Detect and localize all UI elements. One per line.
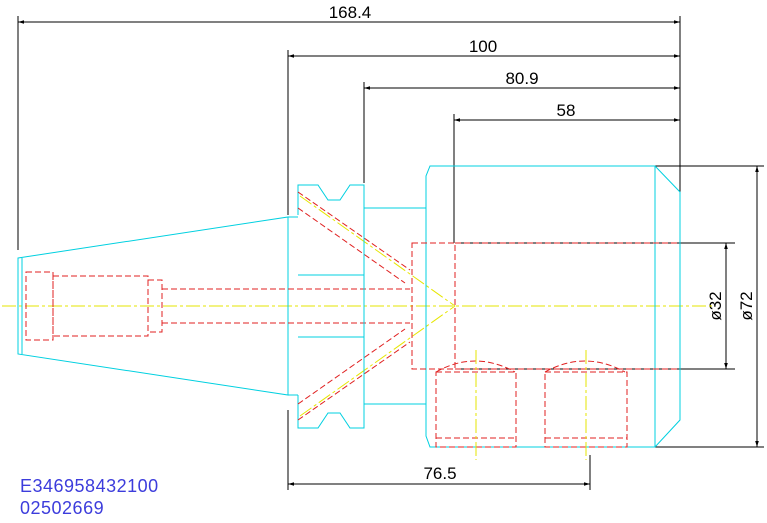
dim-100-label: 100 <box>469 37 497 56</box>
dimension-58: 58 <box>453 101 680 243</box>
dimension-100: 100 <box>287 37 680 215</box>
dimension-diameter-72: ø72 <box>655 165 764 448</box>
dimension-76-5: 76.5 <box>287 410 591 490</box>
part-code-line2: 02502669 <box>20 498 105 518</box>
flange <box>288 184 456 429</box>
dim-diameter-32-label: ø32 <box>706 291 725 320</box>
dim-80-9-label: 80.9 <box>505 69 538 88</box>
dimension-80-9: 80.9 <box>363 69 680 183</box>
dim-168-4-label: 168.4 <box>329 3 372 22</box>
part-code-line1: E346958432100 <box>20 476 159 496</box>
dim-58-label: 58 <box>557 101 576 120</box>
dim-diameter-72-label: ø72 <box>737 291 756 320</box>
dimension-168-4: 168.4 <box>17 3 681 250</box>
dim-76-5-label: 76.5 <box>423 464 456 483</box>
chuck-body <box>411 165 681 460</box>
